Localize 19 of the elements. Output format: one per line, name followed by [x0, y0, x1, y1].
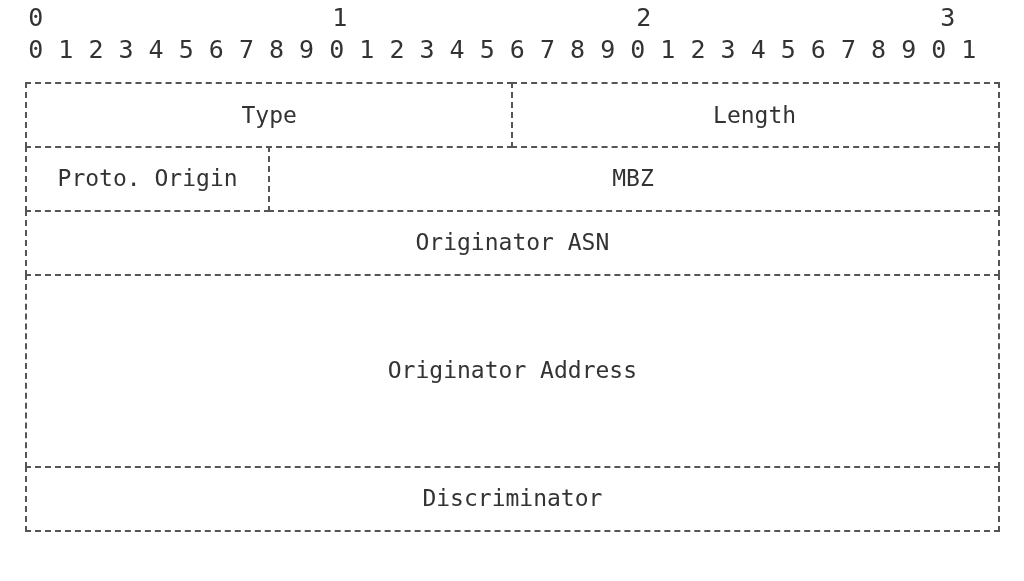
field-name: MBZ	[612, 165, 654, 191]
packet-field	[25, 210, 1000, 276]
bit-decade-number: 2	[636, 2, 652, 34]
bit-decade-number: 1	[332, 2, 348, 34]
packet-field	[268, 146, 1000, 212]
bit-number-ruler: 0 1 2 3 4 5 6 7 8 9 0 1 2 3 4 5 6 7 8 9 0 1 2 3 4 5 6 7 8 9 0 1	[28, 34, 977, 66]
bit-decade-number: 0	[28, 2, 44, 34]
packet-field	[25, 466, 1000, 532]
field-name: Originator ASN	[415, 229, 610, 255]
field-name: Originator Address	[387, 357, 637, 383]
field-name: Discriminator	[422, 485, 603, 511]
field-name: Proto. Origin	[57, 165, 238, 191]
packet-field	[25, 146, 271, 212]
packet-field	[511, 82, 1000, 148]
field-name: Type	[241, 102, 297, 128]
bit-decade-number: 3	[940, 2, 956, 34]
packet-field	[25, 82, 514, 148]
field-name: Length	[713, 102, 797, 128]
packet-field	[25, 274, 1000, 468]
